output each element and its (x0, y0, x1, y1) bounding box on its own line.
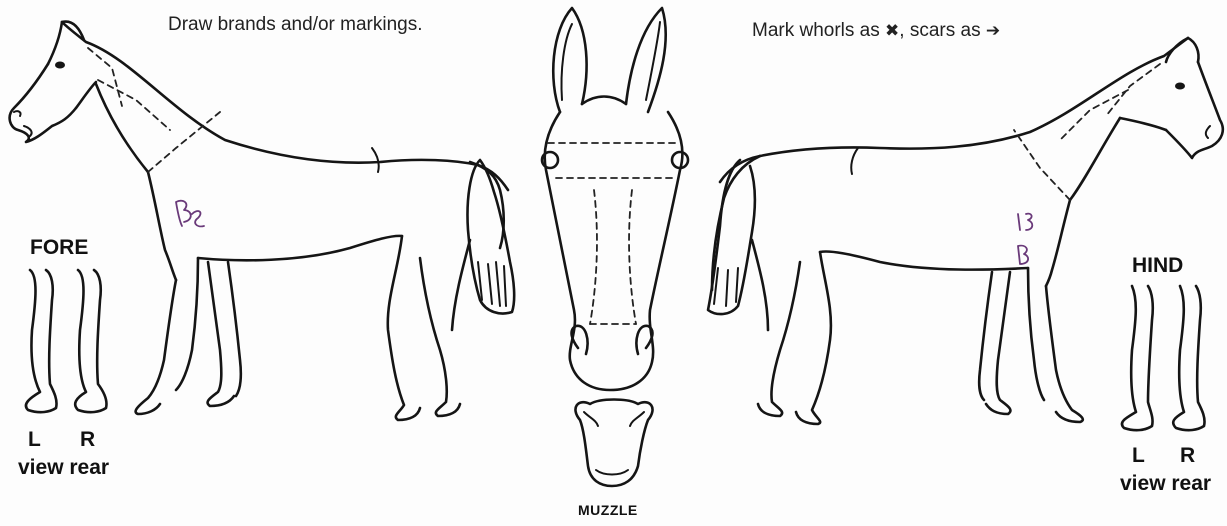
right-side-horse (708, 38, 1223, 424)
instruction-left: Draw brands and/or markings. (168, 14, 423, 36)
hind-legs-rear-view (1122, 286, 1205, 430)
instruction-right-middle: , scars as (899, 20, 986, 41)
instruction-right: Mark whorls as ✖, scars as ➔ (752, 20, 1000, 42)
fore-right-letter: R (80, 428, 95, 452)
scar-arrow-icon: ➔ (986, 21, 1000, 41)
left-side-horse (10, 22, 515, 420)
hind-left-letter: L (1132, 444, 1145, 468)
right-horse-pen-mark (1018, 214, 1032, 264)
muzzle-view (575, 400, 652, 487)
hind-right-letter: R (1180, 444, 1195, 468)
left-horse-pen-mark (176, 201, 204, 227)
fore-title: FORE (30, 236, 88, 260)
fore-legs-rear-view (26, 270, 107, 412)
front-head-view (542, 8, 688, 390)
fore-left-letter: L (28, 428, 41, 452)
fore-caption: view rear (18, 456, 109, 480)
instruction-right-prefix: Mark whorls as (752, 20, 885, 41)
whorl-symbol-icon: ✖ (885, 21, 899, 41)
muzzle-label: MUZZLE (578, 502, 638, 518)
hind-title: HIND (1132, 254, 1183, 278)
hind-caption: view rear (1120, 472, 1211, 496)
